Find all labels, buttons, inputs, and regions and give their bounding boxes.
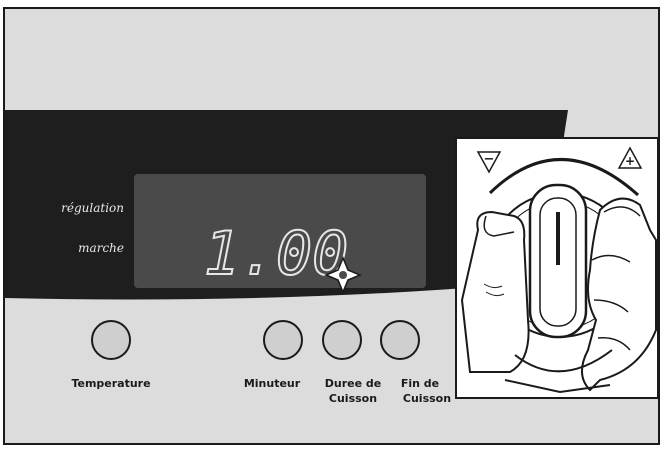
duree-de-cuisson-button[interactable] xyxy=(322,320,362,360)
svg-text:+: + xyxy=(625,154,635,168)
flashing-indicator-icon xyxy=(324,256,362,294)
minuteur-label: Minuteur xyxy=(244,377,301,390)
fin-label-line2: Cuisson xyxy=(403,392,451,405)
rotary-knob[interactable] xyxy=(528,183,588,339)
left-hand-thumb xyxy=(460,210,530,373)
temperature-label: Temperature xyxy=(71,377,150,390)
fin-de-cuisson-button[interactable] xyxy=(380,320,420,360)
display-readout: 1.00 xyxy=(204,219,349,289)
knob-inset: − + xyxy=(455,137,659,399)
temperature-button[interactable] xyxy=(91,320,131,360)
right-hand-fingers xyxy=(581,197,657,392)
minus-icon: − xyxy=(476,151,502,174)
fin-label-line1: Fin de xyxy=(401,377,439,390)
duree-label-line1: Duree de xyxy=(325,377,381,390)
indicator-marche: marche xyxy=(78,241,124,255)
plus-icon: + xyxy=(617,146,643,169)
duree-label-line2: Cuisson xyxy=(329,392,377,405)
indicator-regulation: régulation xyxy=(61,201,124,215)
minuteur-button[interactable] xyxy=(263,320,303,360)
lcd-display xyxy=(134,174,426,288)
svg-text:−: − xyxy=(484,152,495,167)
